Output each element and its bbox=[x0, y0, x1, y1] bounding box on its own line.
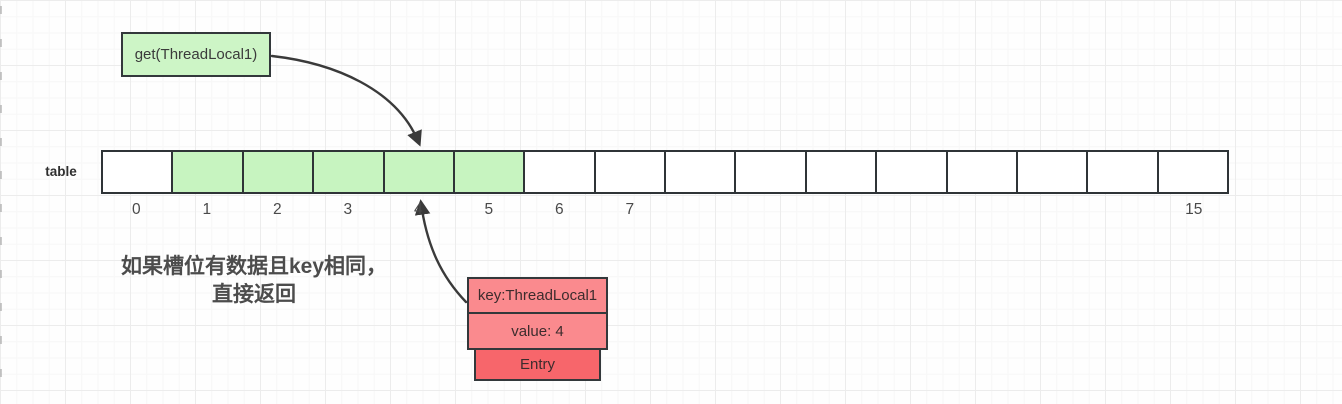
table-cells bbox=[101, 150, 1229, 194]
annotation-line2: 直接返回 bbox=[212, 283, 296, 306]
table-cell bbox=[525, 152, 596, 192]
cell-index-label: 6 bbox=[554, 201, 564, 218]
table-index-row: 0 1 2 3 4 5 6 7 15 bbox=[101, 201, 1229, 221]
cell-index-label: 2 bbox=[272, 201, 282, 218]
table-cell bbox=[877, 152, 948, 192]
left-edge-ticks bbox=[0, 6, 2, 402]
cell-index-label bbox=[1018, 201, 1089, 221]
table-cell bbox=[314, 152, 385, 192]
cell-index-label: 7 bbox=[625, 201, 635, 218]
entry-label-box: Entry bbox=[474, 348, 601, 381]
table-cell bbox=[103, 152, 174, 192]
table-cell bbox=[1017, 152, 1089, 192]
get-call-label: get(ThreadLocal1) bbox=[134, 46, 258, 63]
entry-key-box: key:ThreadLocal1 bbox=[467, 277, 608, 314]
get-call-box: get(ThreadLocal1) bbox=[121, 32, 271, 77]
table-cell bbox=[666, 152, 737, 192]
table-cell bbox=[947, 152, 1018, 192]
cell-index-label bbox=[665, 201, 736, 221]
cell-index-label bbox=[736, 201, 807, 221]
table-label: table bbox=[45, 164, 77, 179]
table-cell bbox=[1158, 152, 1227, 192]
entry-value-box: value: 4 bbox=[467, 312, 608, 350]
cell-index-label: 0 bbox=[131, 201, 141, 218]
cell-index-label bbox=[806, 201, 877, 221]
cell-index-label bbox=[1088, 201, 1159, 221]
entry-key-label: key:ThreadLocal1 bbox=[477, 287, 598, 304]
table-cell bbox=[1088, 152, 1159, 192]
cell-index-label bbox=[947, 201, 1018, 221]
entry-value-label: value: 4 bbox=[511, 322, 564, 340]
cell-index-label: 3 bbox=[343, 201, 353, 218]
table-cell bbox=[173, 152, 244, 192]
annotation-text: 如果槽位有数据且key相同， 直接返回 bbox=[108, 253, 400, 309]
annotation-line1: 如果槽位有数据且key相同， bbox=[120, 255, 388, 278]
cell-index-label: 4 bbox=[413, 201, 423, 218]
cell-index-label: 5 bbox=[484, 201, 494, 218]
table-cell bbox=[806, 152, 878, 192]
cell-index-label: 1 bbox=[202, 201, 212, 218]
entry-label: Entry bbox=[519, 356, 555, 373]
table-cell bbox=[243, 152, 315, 192]
table-cell bbox=[736, 152, 807, 192]
table-cell bbox=[595, 152, 666, 192]
table-cell bbox=[454, 152, 526, 192]
cell-index-label: 15 bbox=[1185, 201, 1203, 218]
arrow-get-to-slot4 bbox=[270, 54, 422, 147]
table-cell bbox=[384, 152, 455, 192]
cell-index-label bbox=[877, 201, 948, 221]
